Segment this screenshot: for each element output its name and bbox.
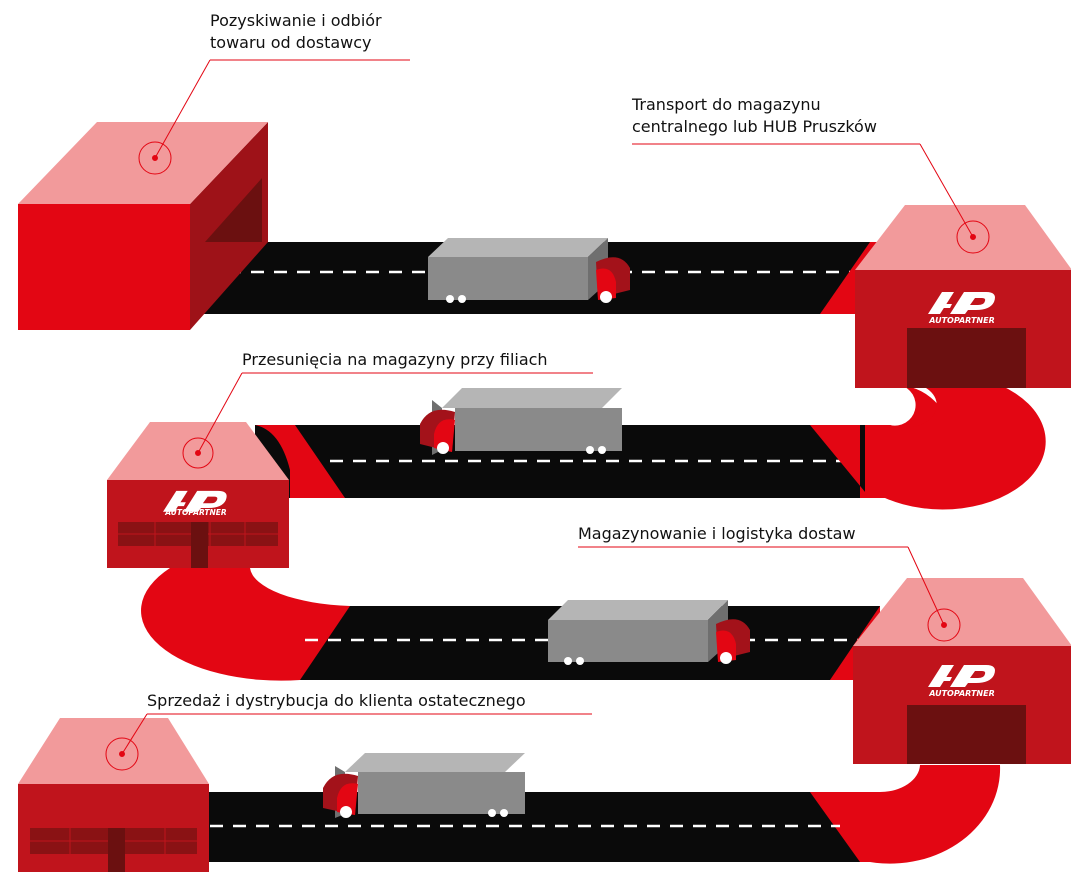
callout-3-leader — [182, 372, 593, 469]
logo-wordmark-branch: AUTOPARTNER — [164, 508, 227, 517]
road-4 — [200, 792, 860, 862]
step-1-label: Pozyskiwanie i odbiór towaru od dostawcy — [210, 10, 382, 54]
customer-building — [18, 718, 209, 872]
step-3-label: Przesunięcia na magazyny przy filiach — [242, 349, 548, 371]
callout-4-leader — [578, 546, 961, 642]
central-warehouse-building: AUTOPARTNER — [855, 205, 1071, 388]
callout-5-leader — [105, 713, 592, 771]
step-1-line-2: towaru od dostawcy — [210, 33, 372, 52]
logo-wordmark-logistics: AUTOPARTNER — [928, 689, 994, 698]
step-5-label: Sprzedaż i dystrybucja do klienta ostate… — [147, 690, 526, 712]
truck-1 — [428, 238, 630, 303]
truck-3 — [548, 600, 750, 665]
step-2-line-1: Transport do magazynu — [632, 95, 821, 114]
step-5-line-1: Sprzedaż i dystrybucja do klienta ostate… — [147, 691, 526, 710]
step-2-label: Transport do magazynu centralnego lub HU… — [632, 94, 877, 138]
step-4-label: Magazynowanie i logistyka dostaw — [578, 523, 856, 545]
branch-warehouse-building: AUTOPARTNER — [107, 422, 289, 568]
road-curve-2 — [141, 425, 870, 681]
callout-1-leader — [138, 59, 410, 175]
logo-wordmark: AUTOPARTNER — [928, 316, 994, 325]
step-3-line-1: Przesunięcia na magazyny przy filiach — [242, 350, 548, 369]
step-2-line-2: centralnego lub HUB Pruszków — [632, 117, 877, 136]
truck-4 — [323, 753, 525, 818]
truck-2 — [420, 388, 622, 455]
logistics-warehouse-building: AUTOPARTNER — [853, 578, 1071, 764]
step-4-line-1: Magazynowanie i logistyka dostaw — [578, 524, 856, 543]
supplier-building — [18, 122, 268, 330]
step-1-line-1: Pozyskiwanie i odbiór — [210, 11, 382, 30]
callout-2-leader — [632, 143, 990, 254]
